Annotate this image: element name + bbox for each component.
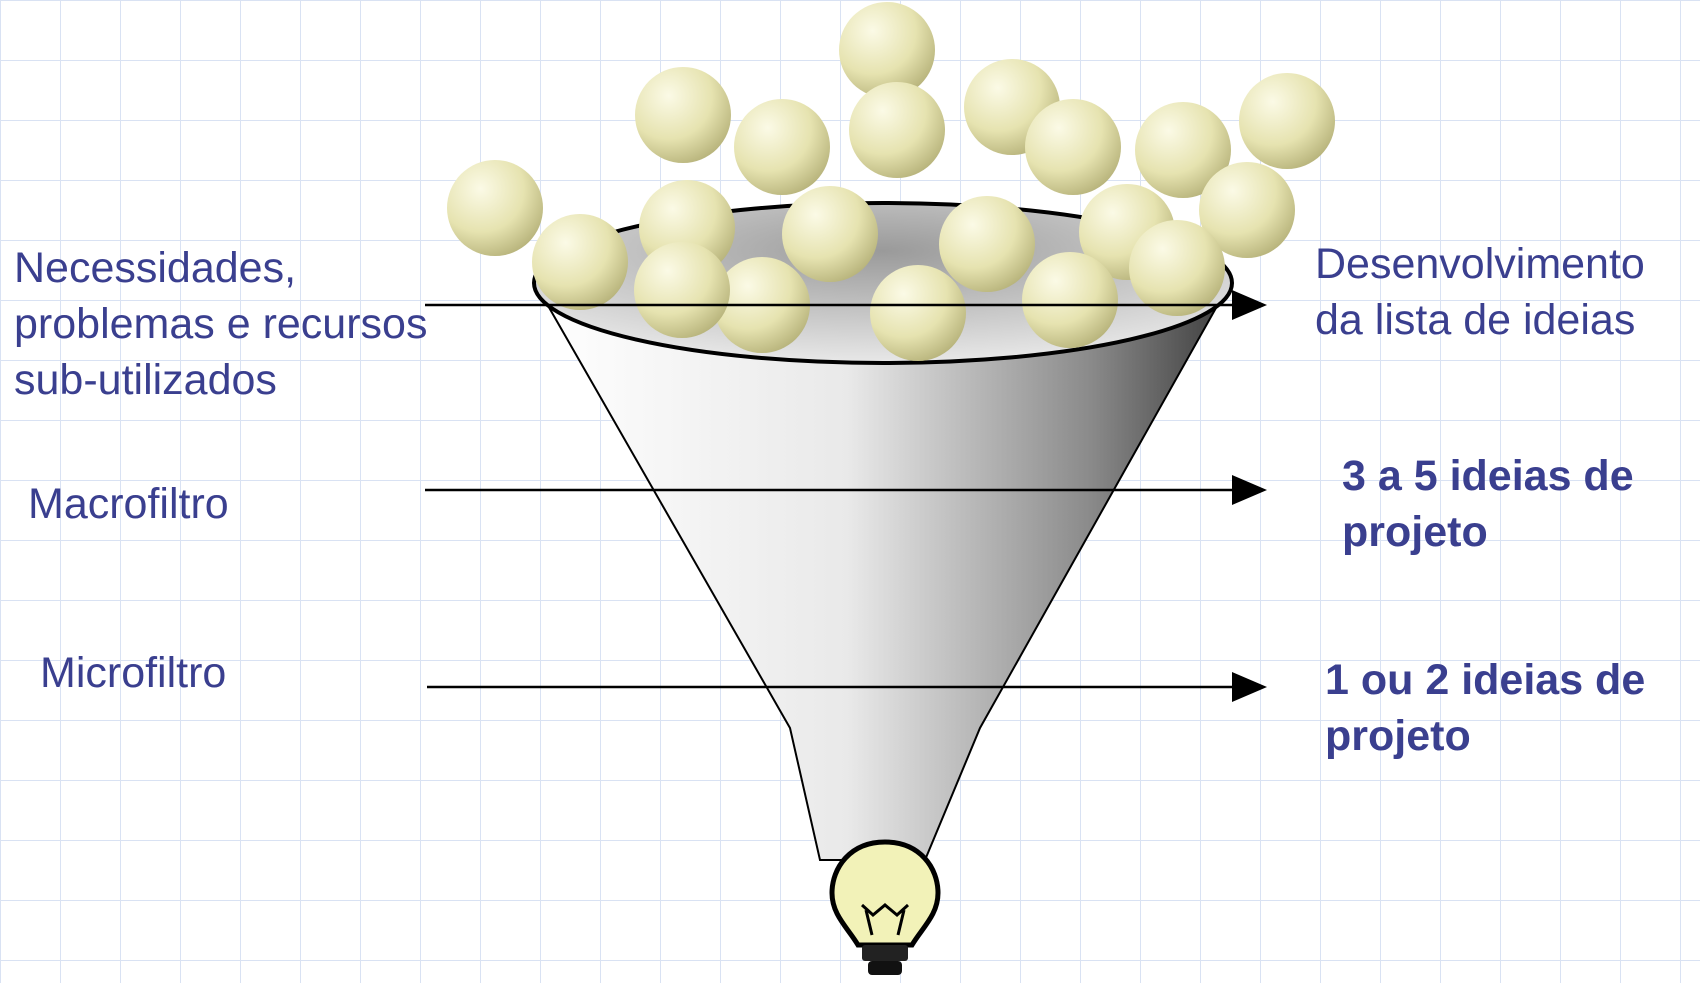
idea-ball-icon [839,2,935,98]
funnel-body [533,282,1232,861]
idea-ball-icon [1239,73,1335,169]
idea-ball-icon [1022,252,1118,348]
idea-ball-icon [849,82,945,178]
idea-balls [447,2,1335,361]
idea-ball-icon [447,160,543,256]
idea-ball-icon [1135,102,1231,198]
idea-ball-icon [939,196,1035,292]
idea-ball-icon [734,99,830,195]
idea-ball-icon [634,242,730,338]
idea-ball-icon [1199,162,1295,258]
label-input: Necessidades, problemas e recursos sub-u… [14,244,428,404]
label-stage-ideas-list: Desenvolvimento da lista de ideias [1315,240,1645,344]
label-macrofiltro: Macrofiltro [28,480,229,528]
idea-ball-icon [1025,99,1121,195]
label-microfiltro: Microfiltro [40,649,227,697]
lightbulb-icon [829,839,941,975]
idea-ball-icon [782,186,878,282]
idea-ball-icon [1129,220,1225,316]
idea-ball-icon [870,265,966,361]
label-stage-micro-result: 1 ou 2 ideias de projeto [1325,656,1646,760]
idea-ball-icon [532,214,628,310]
idea-ball-icon [635,67,731,163]
label-stage-macro-result: 3 a 5 ideias de projeto [1342,452,1634,556]
